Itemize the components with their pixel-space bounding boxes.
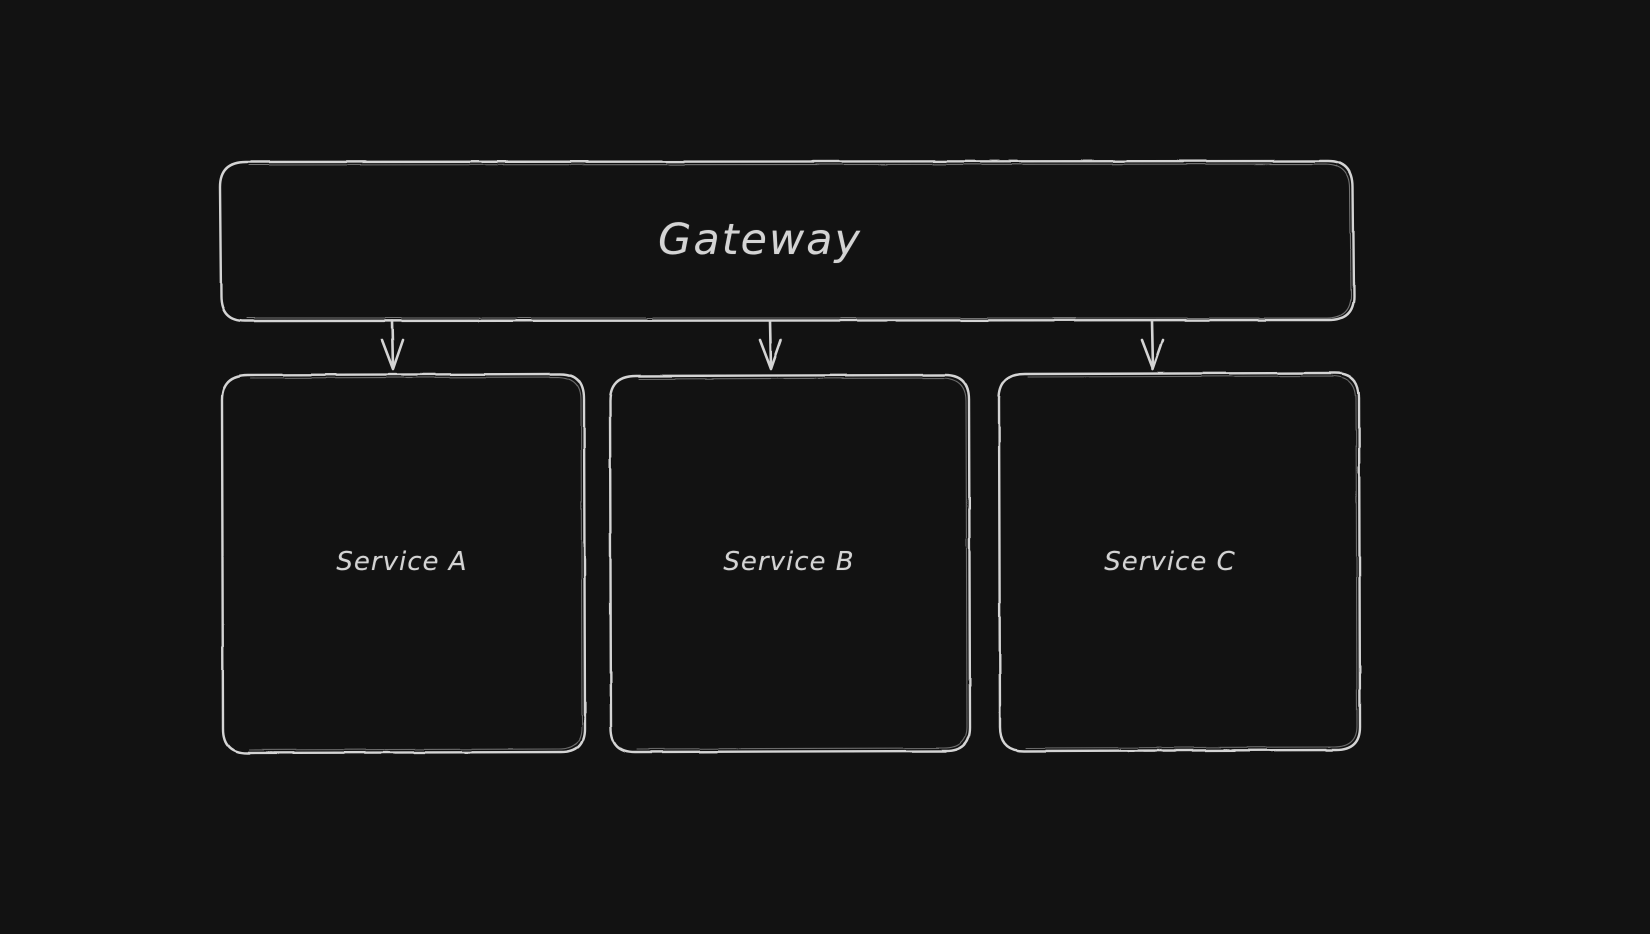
edge-gateway-service-b[interactable]: [758, 319, 783, 371]
service-b-box-outline: [608, 373, 972, 754]
node-gateway[interactable]: [218, 159, 1356, 323]
node-service-c[interactable]: [997, 371, 1362, 753]
service-a-box-sketch-pass: [248, 376, 583, 751]
service-b-box-sketch-pass: [636, 377, 968, 750]
service-a-box-outline: [220, 372, 587, 755]
node-service-a[interactable]: [220, 372, 587, 755]
edge-gateway-service-a[interactable]: [380, 319, 405, 371]
edge-gateway-service-c[interactable]: [1140, 319, 1165, 371]
edge-gateway-service-b-arrowhead: [758, 338, 783, 371]
service-c-box-sketch-pass: [1025, 375, 1358, 749]
edge-gateway-service-a-line: [390, 319, 395, 370]
node-service-b[interactable]: [608, 373, 972, 754]
edge-gateway-service-a-arrowhead: [380, 338, 405, 371]
edge-gateway-service-b-line: [768, 319, 773, 370]
gateway-box-outline: [218, 159, 1356, 323]
gateway-box-sketch-pass: [246, 163, 1352, 319]
service-c-box-outline: [997, 371, 1362, 753]
edge-gateway-service-c-arrowhead: [1140, 338, 1165, 371]
edge-gateway-service-c-line: [1150, 319, 1155, 370]
